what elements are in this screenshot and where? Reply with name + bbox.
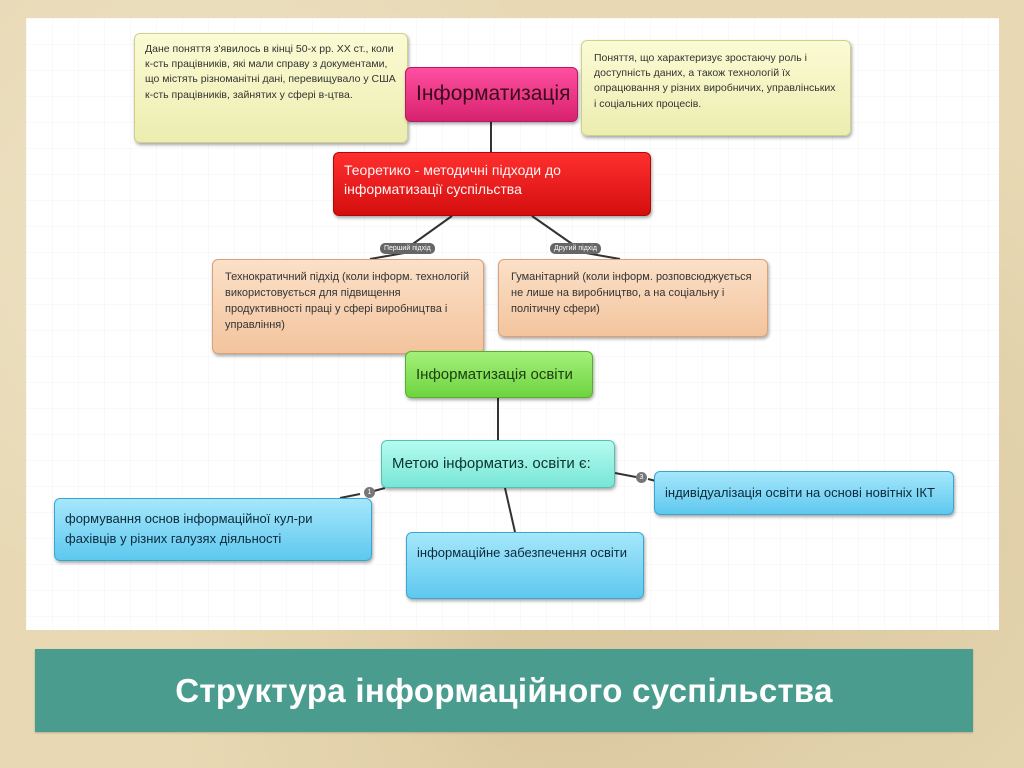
note-origin[interactable]: Дане поняття з'явилось в кінці 50-х рр. …	[134, 33, 408, 143]
node-goal-culture[interactable]: формування основ інформаційної кул-ри фа…	[54, 498, 372, 561]
node-approaches[interactable]: Теоретико - методичні підходи до інформа…	[333, 152, 651, 216]
node-technocratic[interactable]: Технократичний підхід (коли інформ. техн…	[212, 259, 484, 354]
node-education[interactable]: Інформатизація освіти	[405, 351, 593, 398]
link-goal-goal2	[504, 487, 516, 533]
node-goal-support[interactable]: інформаційне забезпечення освіти	[406, 532, 644, 599]
node-goal-individualization[interactable]: індивідуалізація освіти на основі новітн…	[654, 471, 954, 515]
edge-label-first-approach: Перший підхід	[380, 243, 435, 254]
title-banner: Структура інформаційного суспільства	[35, 649, 973, 732]
node-humanitarian[interactable]: Гуманітарний (коли інформ. розповсюджуєт…	[498, 259, 768, 337]
edge-number-3: 3	[636, 472, 647, 483]
link-approaches-first	[409, 215, 453, 247]
link-approaches-second	[531, 215, 576, 247]
note-definition[interactable]: Поняття, що характеризує зростаючу роль …	[581, 40, 851, 136]
link-goal-goal3	[614, 472, 637, 478]
edge-label-second-approach: Другий підхід	[550, 243, 601, 254]
edge-number-1: 1	[364, 487, 375, 498]
link-goal1-stub	[339, 493, 361, 499]
slide-title: Структура інформаційного суспільства	[175, 671, 833, 709]
node-goal[interactable]: Метою інформатиз. освіти є:	[381, 440, 615, 488]
node-informatization[interactable]: Інформатизація	[405, 67, 578, 122]
